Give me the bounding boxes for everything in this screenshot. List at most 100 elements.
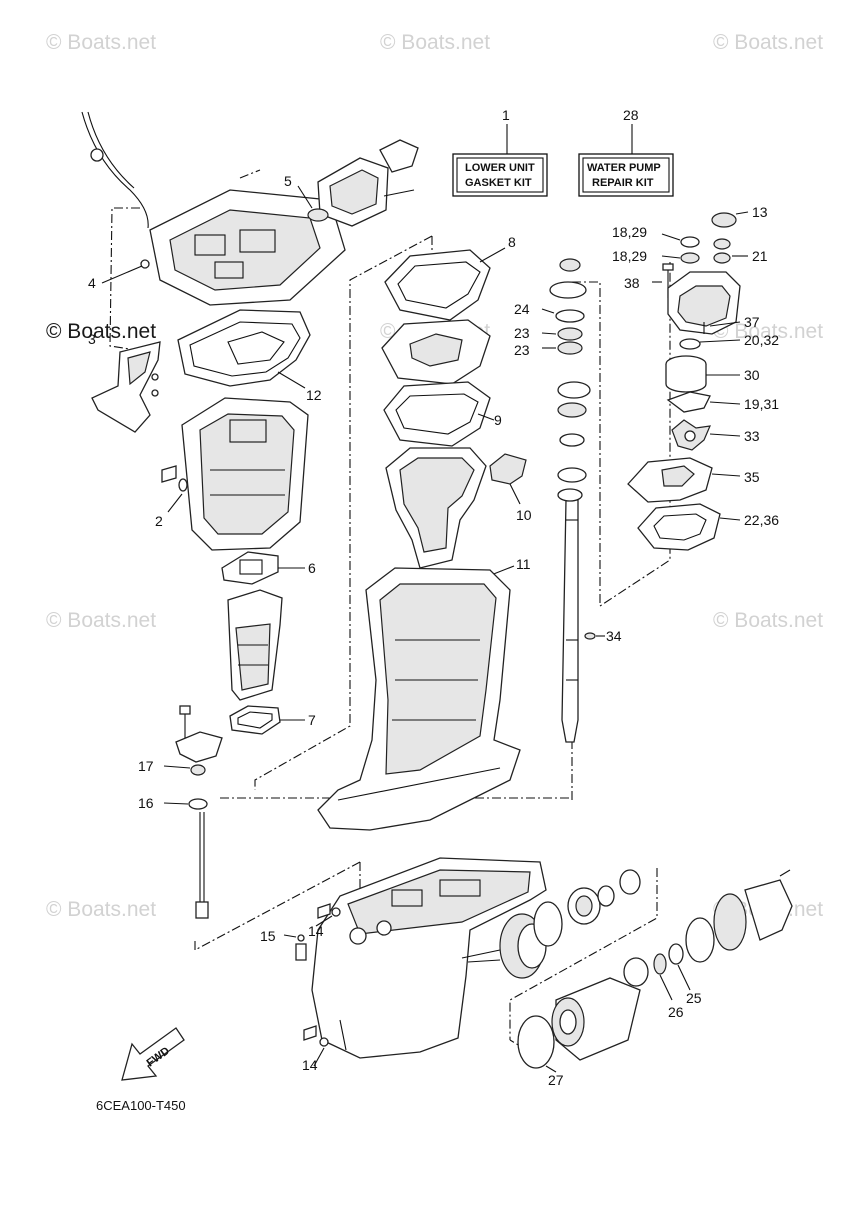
callout-37: 37 [744, 314, 760, 330]
part-30-insert[interactable]: 30 [665, 355, 760, 393]
callout-35: 35 [744, 469, 760, 485]
part-10-seal[interactable]: 10 [489, 453, 532, 523]
kit-lower-unit-gasket[interactable]: 1 LOWER UNIT GASKET KIT [452, 107, 548, 197]
callout-17: 17 [138, 758, 154, 774]
part-33-impeller[interactable]: 33 [671, 419, 760, 451]
reverse-gear-assembly[interactable] [685, 869, 793, 963]
callout-13: 13 [752, 204, 768, 220]
part-2-plug[interactable]: 2 [155, 465, 188, 529]
callout-21: 21 [752, 248, 768, 264]
watermark-text: © Boats.net [713, 320, 823, 343]
exhaust-guide[interactable] [227, 589, 283, 701]
callout-2: 2 [155, 513, 163, 529]
part-14-plug-lower[interactable]: 14 [302, 1025, 329, 1073]
callout-9: 9 [494, 412, 502, 428]
callout-18b: 18,29 [612, 248, 647, 264]
part-27-oring[interactable]: 27 [517, 1015, 564, 1088]
forward-gear[interactable] [467, 869, 641, 979]
callout-18a: 18,29 [612, 224, 647, 240]
upper-casing[interactable] [317, 567, 521, 831]
part-4-grommet[interactable]: 4 [88, 265, 143, 291]
callout-16: 16 [138, 795, 154, 811]
callout-10: 10 [516, 507, 532, 523]
callout-27: 27 [548, 1072, 564, 1088]
part-8-gasket[interactable]: 8 [384, 234, 516, 321]
callout-15: 15 [260, 928, 276, 944]
part-34-clip[interactable]: 34 [584, 628, 622, 644]
callout-1: 1 [502, 107, 510, 123]
kit-label-line2: GASKET KIT [465, 177, 532, 189]
oil-pan[interactable] [385, 447, 487, 569]
callout-30: 30 [744, 367, 760, 383]
watermark-text: © Boats.net [46, 609, 156, 632]
watermark-text: © Boats.net [46, 320, 156, 343]
watermark-text: © Boats.net [380, 31, 490, 54]
lower-casing[interactable] [311, 857, 547, 1059]
diagram-code: 6CEA100-T450 [96, 1098, 186, 1113]
watermark-text: © Boats.net [713, 609, 823, 632]
callout-34: 34 [606, 628, 622, 644]
callout-8: 8 [508, 234, 516, 250]
drive-shaft-assembly[interactable] [549, 258, 591, 743]
callout-28: 28 [623, 107, 639, 123]
kit-label-line1: LOWER UNIT [465, 162, 535, 174]
part-6-gasket[interactable]: 6 [221, 551, 316, 585]
callout-6: 6 [308, 560, 316, 576]
kit-water-pump-repair[interactable]: 28 WATER PUMP REPAIR KIT [578, 107, 674, 197]
part-17-grommet[interactable]: 17 [138, 758, 206, 776]
callout-38: 38 [624, 275, 640, 291]
part-24-oring[interactable]: 24 [514, 301, 585, 323]
callout-19: 19,31 [744, 396, 779, 412]
callout-26: 26 [668, 1004, 684, 1020]
part-23-seal[interactable]: 23 23 [514, 325, 583, 358]
part-35-plate[interactable]: 35 [627, 457, 760, 503]
callout-22: 22,36 [744, 512, 779, 528]
gasket-plate[interactable] [381, 319, 491, 385]
shift-lever-bracket[interactable] [175, 705, 223, 763]
part-5-seal[interactable]: 5 [284, 173, 329, 222]
part-21-insert[interactable]: 21 [713, 238, 768, 264]
mount-bracket[interactable] [317, 139, 419, 227]
part-19-31-gasket[interactable]: 19,31 [666, 391, 779, 413]
part-14-plug-upper[interactable]: 14 [308, 903, 341, 939]
propeller-shaft-housing[interactable] [551, 957, 649, 1061]
exhaust-manifold[interactable] [181, 397, 309, 551]
fwd-arrow-icon: FWD [121, 1027, 185, 1081]
part-37-pin[interactable]: 37 [703, 314, 760, 334]
callout-12: 12 [306, 387, 322, 403]
part-15-bolt[interactable]: 15 [260, 928, 307, 961]
callout-33: 33 [744, 428, 760, 444]
watermark-text: © Boats.net [46, 31, 156, 54]
callout-7: 7 [308, 712, 316, 728]
pump-housing[interactable] [667, 271, 741, 335]
part-22-36-gasket[interactable]: 22,36 [637, 503, 779, 551]
part-13-seal[interactable]: 13 [711, 204, 768, 228]
part-9-gasket[interactable]: 9 [383, 381, 502, 447]
callout-23b: 23 [514, 342, 530, 358]
watermark-text: © Boats.net [46, 898, 156, 921]
part-38-bolt[interactable]: 38 [624, 263, 674, 298]
part-3-bracket[interactable]: 3 [88, 331, 161, 433]
callout-20: 20,32 [744, 332, 779, 348]
part-12-gasket[interactable]: 12 [177, 309, 322, 403]
upper-casing-assembly[interactable] [81, 111, 346, 306]
part-20-32-oring[interactable]: 20,32 [679, 332, 779, 350]
callout-24: 24 [514, 301, 530, 317]
callout-5: 5 [284, 173, 292, 189]
shift-rod[interactable] [195, 812, 209, 919]
callout-25: 25 [686, 990, 702, 1006]
callout-11: 11 [516, 556, 531, 572]
callout-3: 3 [88, 331, 96, 347]
part-7-seal[interactable]: 7 [229, 705, 316, 735]
kit-label-line1: WATER PUMP [587, 162, 661, 174]
part-16-oring[interactable]: 16 [138, 795, 208, 811]
part-26-seal[interactable]: 26 [653, 953, 684, 1020]
part-25-oring[interactable]: 25 [668, 943, 702, 1006]
callout-4: 4 [88, 275, 96, 291]
part-18-29[interactable]: 18,29 18,29 [612, 224, 700, 264]
kit-label-line2: REPAIR KIT [592, 177, 654, 189]
callout-14a: 14 [308, 923, 324, 939]
watermark-text: © Boats.net [713, 31, 823, 54]
callout-14b: 14 [302, 1057, 318, 1073]
